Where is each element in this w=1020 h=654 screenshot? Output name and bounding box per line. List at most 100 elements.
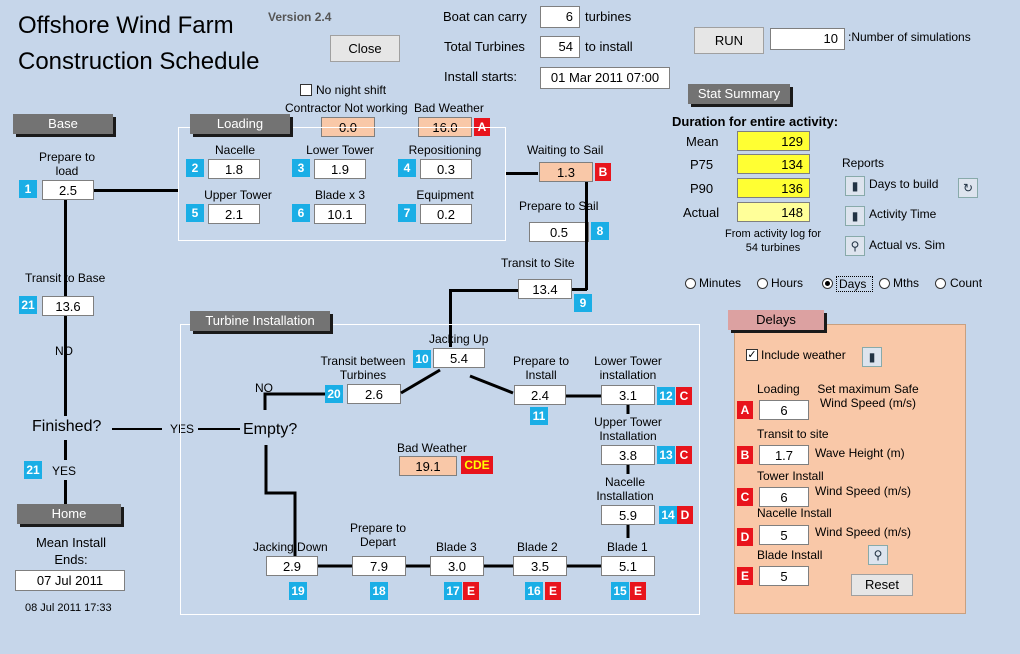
loading-delay-input[interactable]: 6: [759, 400, 809, 420]
loading-delay-label: Loading: [757, 382, 800, 396]
bad-weather-install-label: Bad Weather: [397, 441, 467, 455]
connector: [112, 428, 162, 430]
upper-tower-label: Upper Tower: [204, 188, 272, 202]
step-13-value[interactable]: 3.8: [601, 445, 655, 465]
p90-label: P90: [690, 181, 714, 196]
tower-delay-input[interactable]: 6: [759, 487, 809, 507]
mean-value: 129: [737, 131, 810, 151]
run-button[interactable]: RUN: [694, 27, 764, 54]
repositioning-label: Repositioning: [408, 143, 482, 157]
step-11-value[interactable]: 2.4: [514, 385, 566, 405]
step-14-value[interactable]: 5.9: [601, 505, 655, 525]
radio-days[interactable]: [822, 278, 833, 289]
step-18-value[interactable]: 7.9: [352, 556, 406, 576]
p75-label: P75: [690, 157, 714, 172]
install-starts-label: Install starts:: [444, 69, 517, 84]
connector: [450, 289, 518, 292]
connector: [198, 428, 240, 430]
p75-value: 134: [737, 154, 810, 174]
simulations-label: :Number of simulations: [848, 30, 971, 44]
step-10-value[interactable]: 5.4: [433, 348, 485, 368]
delay-letter-c-13: C: [676, 446, 692, 464]
step-21-value[interactable]: 13.6: [42, 296, 94, 316]
step-4-value[interactable]: 0.3: [420, 159, 472, 179]
actual-vs-sim-link[interactable]: Actual vs. Sim: [869, 238, 946, 252]
install-starts-input[interactable]: 01 Mar 2011 07:00: [540, 67, 670, 89]
step-5-value[interactable]: 2.1: [208, 204, 260, 224]
step-6-badge: 6: [292, 204, 310, 222]
connector: [94, 189, 178, 192]
home-header: Home: [17, 504, 121, 524]
step-20-value[interactable]: 2.6: [347, 384, 401, 404]
step-19-value[interactable]: 2.9: [266, 556, 318, 576]
days-to-build-link[interactable]: Days to build: [869, 177, 939, 191]
wave-height-label: Wave Height (m): [815, 446, 905, 460]
waiting-value[interactable]: 1.3: [539, 162, 593, 182]
transit-delay-label: Transit to site: [757, 427, 829, 441]
delay-letter-e-16: E: [545, 582, 561, 600]
step-5-badge: 5: [186, 204, 204, 222]
step-12-value[interactable]: 3.1: [601, 385, 655, 405]
simulations-input[interactable]: 10: [770, 28, 845, 50]
nacelle-delay-input[interactable]: 5: [759, 525, 809, 545]
radio-minutes[interactable]: [685, 278, 696, 289]
transit-delay-input[interactable]: 1.7: [759, 445, 809, 465]
total-turbines-label: Total Turbines: [444, 39, 525, 54]
step-19-badge: 19: [289, 582, 307, 600]
equipment-label: Equipment: [416, 188, 474, 202]
delay-letter-cde: CDE: [461, 456, 493, 474]
radio-months-label: Mths: [893, 276, 920, 290]
total-turbines-input[interactable]: 54: [540, 36, 580, 58]
blade-3-label: Blade 3: [436, 540, 477, 554]
blade-1-label: Blade 1: [607, 540, 648, 554]
reset-button[interactable]: Reset: [851, 574, 913, 596]
turbine-installation-header: Turbine Installation: [190, 311, 330, 331]
step-2-value[interactable]: 1.8: [208, 159, 260, 179]
step-3-value[interactable]: 1.9: [314, 159, 366, 179]
step-9-value[interactable]: 13.4: [518, 279, 572, 299]
no-label-middle: NO: [255, 381, 273, 395]
magnifier-icon[interactable]: ⚲: [845, 236, 865, 256]
delay-letter-c-panel: C: [737, 488, 753, 506]
step-7-value[interactable]: 0.2: [420, 204, 472, 224]
radio-count[interactable]: [935, 278, 946, 289]
step-17-value[interactable]: 3.0: [430, 556, 484, 576]
step-15-badge: 15: [611, 582, 629, 600]
boat-capacity-label: Boat can carry: [443, 9, 527, 24]
bar-chart-icon[interactable]: ▮: [862, 347, 882, 367]
step-17-badge: 17: [444, 582, 462, 600]
connector: [64, 316, 67, 416]
bar-chart-icon[interactable]: ▮: [845, 206, 865, 226]
blade-delay-input[interactable]: 5: [759, 566, 809, 586]
boat-capacity-input[interactable]: 6: [540, 6, 580, 28]
refresh-icon[interactable]: ↻: [958, 178, 978, 198]
bar-chart-icon[interactable]: ▮: [845, 176, 865, 196]
prepare-install-label: Prepare to Install: [512, 354, 570, 382]
include-weather-checkbox[interactable]: ✓: [746, 349, 758, 361]
connector: [572, 288, 587, 291]
timestamp-label: 08 Jul 2011 17:33: [25, 602, 112, 614]
step-6-value[interactable]: 10.1: [314, 204, 366, 224]
activity-time-link[interactable]: Activity Time: [869, 207, 937, 221]
delay-letter-a-panel: A: [737, 401, 753, 419]
radio-months[interactable]: [879, 278, 890, 289]
radio-hours[interactable]: [757, 278, 768, 289]
step-1-value[interactable]: 2.5: [42, 180, 94, 200]
waiting-label: Waiting to Sail: [527, 143, 604, 157]
step-15-value[interactable]: 5.1: [601, 556, 655, 576]
step-8-value[interactable]: 0.5: [529, 222, 589, 242]
blade-2-label: Blade 2: [517, 540, 558, 554]
title-line1: Offshore Wind Farm: [18, 12, 234, 39]
no-night-shift-checkbox[interactable]: [300, 84, 312, 96]
close-button[interactable]: Close: [330, 35, 400, 62]
step-16-value[interactable]: 3.5: [513, 556, 567, 576]
connector: [506, 172, 538, 175]
connector: [64, 480, 67, 504]
bad-weather-install-value[interactable]: 19.1: [399, 456, 457, 476]
delays-header: Delays: [728, 310, 824, 330]
stat-summary-header: Stat Summary: [688, 84, 790, 104]
magnifier-icon[interactable]: ⚲: [868, 545, 888, 565]
radio-minutes-label: Minutes: [699, 276, 742, 290]
step-21-badge: 21: [19, 296, 37, 314]
